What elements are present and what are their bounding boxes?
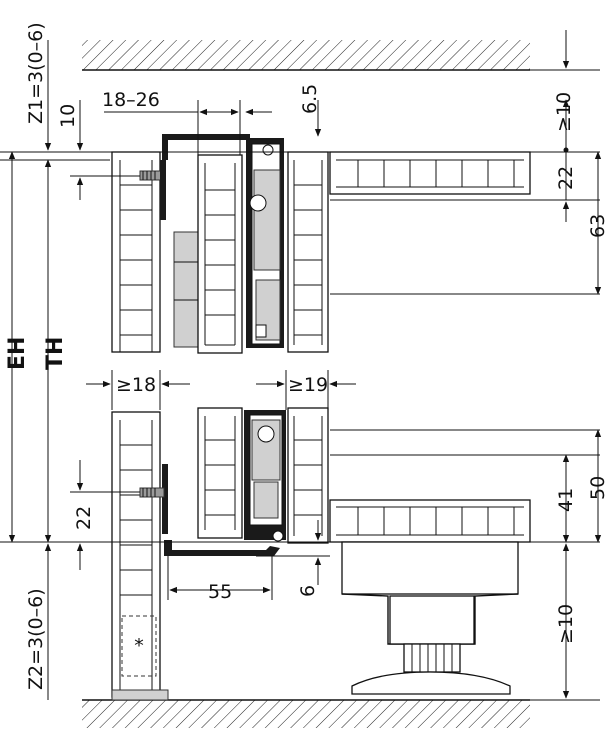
label-eh: EH xyxy=(5,337,30,370)
asterisk-box xyxy=(121,615,157,677)
label-41: 41 xyxy=(555,488,577,512)
label-63: 63 xyxy=(587,214,609,238)
asterisk-label: * xyxy=(134,635,144,657)
right-door-bottom xyxy=(287,407,329,544)
screw-left-bottom xyxy=(139,487,165,498)
label-top-offset: 6.5 xyxy=(299,84,321,114)
label-22-bottom-left: 22 xyxy=(73,506,95,530)
top-shelf xyxy=(329,151,531,195)
label-6: 6 xyxy=(297,585,319,597)
label-min18: ≥18 xyxy=(116,374,156,396)
bottom-section: * xyxy=(111,407,531,701)
bottom-rail xyxy=(164,540,280,556)
label-z2: Z2=3(0–6) xyxy=(25,588,47,690)
label-z1: Z1=3(0–6) xyxy=(25,22,47,124)
label-50: 50 xyxy=(587,476,609,500)
ceiling xyxy=(82,40,530,71)
bottom-fitting xyxy=(244,410,286,542)
label-min19: ≥19 xyxy=(288,374,328,396)
label-min-top-clear: ≥10 xyxy=(553,92,575,132)
label-min-bottom-clear: ≥10 xyxy=(555,604,577,644)
label-22-top-right: 22 xyxy=(555,166,577,190)
top-section xyxy=(111,134,531,354)
bottom-shelf xyxy=(329,499,531,543)
floor xyxy=(82,699,530,728)
left-carcass-top xyxy=(111,151,161,353)
dimension-lines xyxy=(0,30,602,701)
label-th: TH xyxy=(43,337,68,370)
dimension-labels: Z1=3(0–6) 10 EH TH 22 Z2=3(0–6) 18–26 6.… xyxy=(5,22,609,690)
adjustable-foot xyxy=(341,541,519,695)
label-range-top: 18–26 xyxy=(102,89,160,111)
guide-block-top xyxy=(173,231,201,348)
label-top-gap: 10 xyxy=(57,104,79,128)
top-fitting xyxy=(246,138,284,348)
label-55: 55 xyxy=(208,581,232,603)
